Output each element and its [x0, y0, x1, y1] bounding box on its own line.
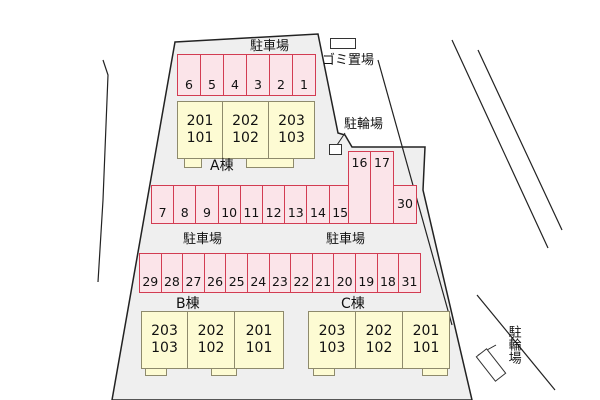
unit-upper: 203 — [278, 112, 305, 129]
building-c-unit-1: 203 103 — [308, 311, 356, 369]
building-b-unit-2: 202 102 — [187, 311, 235, 369]
unit-upper: 202 — [197, 322, 225, 339]
building-a-unit-2: 202 102 — [222, 101, 269, 159]
parking-space-11: 11 — [239, 185, 263, 224]
bicycle-lower-label: 駐輪場 — [505, 325, 521, 364]
unit-lower: 102 — [365, 340, 393, 356]
building-a-unit-3: 203 103 — [268, 101, 315, 159]
building-a-label: A棟 — [210, 158, 234, 174]
unit-lower: 103 — [151, 340, 178, 356]
unit-upper: 203 — [318, 322, 346, 339]
unit-upper: 201 — [412, 322, 440, 339]
building-b-step-right — [211, 368, 237, 376]
parking-space-23: 23 — [268, 253, 292, 293]
parking-space-20: 20 — [333, 253, 356, 293]
road-line-right-2 — [451, 39, 549, 249]
parking-space-12: 12 — [262, 185, 286, 224]
building-c-unit-3: 201 101 — [402, 311, 450, 369]
parking-space-29: 29 — [139, 253, 162, 293]
unit-lower: 101 — [186, 130, 214, 146]
building-c-label: C棟 — [341, 296, 365, 312]
parking-space-8: 8 — [173, 185, 197, 224]
unit-lower: 103 — [278, 130, 305, 146]
garbage-label: ゴミ置場 — [322, 53, 375, 68]
parking-space-13: 13 — [284, 185, 308, 224]
parking-space-19: 19 — [355, 253, 378, 293]
road-line-right-4 — [476, 294, 556, 391]
parking-mid-right-label: 駐車場 — [326, 232, 366, 247]
parking-mid-left-label: 駐車場 — [183, 232, 223, 247]
unit-upper: 203 — [151, 322, 178, 339]
parking-space-21: 21 — [311, 253, 335, 293]
parking-space-28: 28 — [160, 253, 184, 293]
road-line-right-3 — [477, 49, 563, 231]
unit-upper: 201 — [245, 322, 273, 339]
parking-space-25: 25 — [225, 253, 248, 293]
parking-space-30: 30 — [393, 185, 417, 224]
parking-space-7: 7 — [151, 185, 175, 224]
parking-space-5: 5 — [200, 54, 224, 96]
building-b-step-left — [145, 368, 167, 376]
parking-space-1: 1 — [292, 54, 316, 96]
building-c-step-left — [313, 368, 335, 376]
building-a-step-right — [246, 158, 294, 168]
parking-space-18: 18 — [376, 253, 400, 293]
parking-space-3: 3 — [246, 54, 270, 96]
parking-space-31: 31 — [398, 253, 421, 293]
parking-space-27: 27 — [182, 253, 205, 293]
bicycle-upper-marker — [329, 144, 342, 155]
parking-space-10: 10 — [217, 185, 241, 224]
unit-lower: 103 — [318, 340, 346, 356]
parking-space-26: 26 — [203, 253, 227, 293]
building-c-step-right — [422, 368, 448, 376]
parking-space-22: 22 — [290, 253, 313, 293]
parking-space-14: 14 — [306, 185, 330, 224]
unit-lower: 101 — [245, 340, 273, 356]
unit-upper: 202 — [232, 112, 259, 129]
building-b-unit-1: 203 103 — [141, 311, 188, 369]
building-b-label: B棟 — [176, 296, 200, 312]
road-line-left — [97, 59, 109, 283]
unit-lower: 102 — [232, 130, 259, 146]
building-b-unit-3: 201 101 — [234, 311, 284, 369]
unit-upper: 201 — [186, 112, 214, 129]
parking-space-9: 9 — [195, 185, 219, 224]
parking-space-24: 24 — [247, 253, 270, 293]
building-c-unit-2: 202 102 — [355, 311, 403, 369]
parking-space-4: 4 — [223, 54, 247, 96]
parking-space-2: 2 — [269, 54, 293, 96]
bicycle-upper-label: 駐輪場 — [344, 117, 384, 132]
unit-lower: 101 — [412, 340, 440, 356]
building-a-unit-1: 201 101 — [177, 101, 223, 159]
unit-upper: 202 — [365, 322, 393, 339]
garbage-marker — [330, 38, 356, 49]
parking-top-label: 駐車場 — [250, 39, 290, 54]
building-a-step-left — [184, 158, 202, 168]
unit-lower: 102 — [197, 340, 225, 356]
parking-space-16: 16 — [348, 151, 371, 224]
parking-space-6: 6 — [177, 54, 201, 96]
parking-space-17: 17 — [370, 151, 394, 224]
